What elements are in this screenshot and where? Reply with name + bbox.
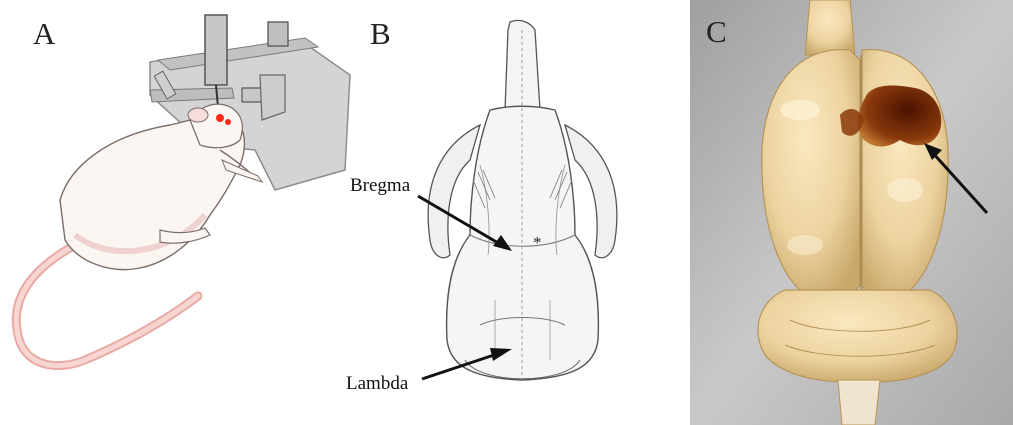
brainstem [838,380,880,425]
bregma-label: Bregma [350,176,410,195]
electrode-holder [205,15,227,85]
panel-letter-c: C [706,16,727,47]
rat-stereotaxic-illustration [0,0,360,425]
skull-snout [505,20,540,110]
olfactory-bulb [805,0,855,55]
bregma-asterisk: * [533,233,542,252]
panel-b: B * Bregma Lambda [330,0,660,425]
eye-marker [216,114,224,122]
panel-c: C [690,0,1013,425]
lambda-label: Lambda [346,374,408,393]
panel-a: A [0,0,360,425]
lesion [858,85,941,146]
cerebellum [758,290,957,382]
clamp-post [260,75,285,120]
holder-clamp [268,22,288,46]
skull-illustration: * [330,0,660,425]
brain-photograph [690,0,1013,425]
rat-ear [188,108,208,122]
